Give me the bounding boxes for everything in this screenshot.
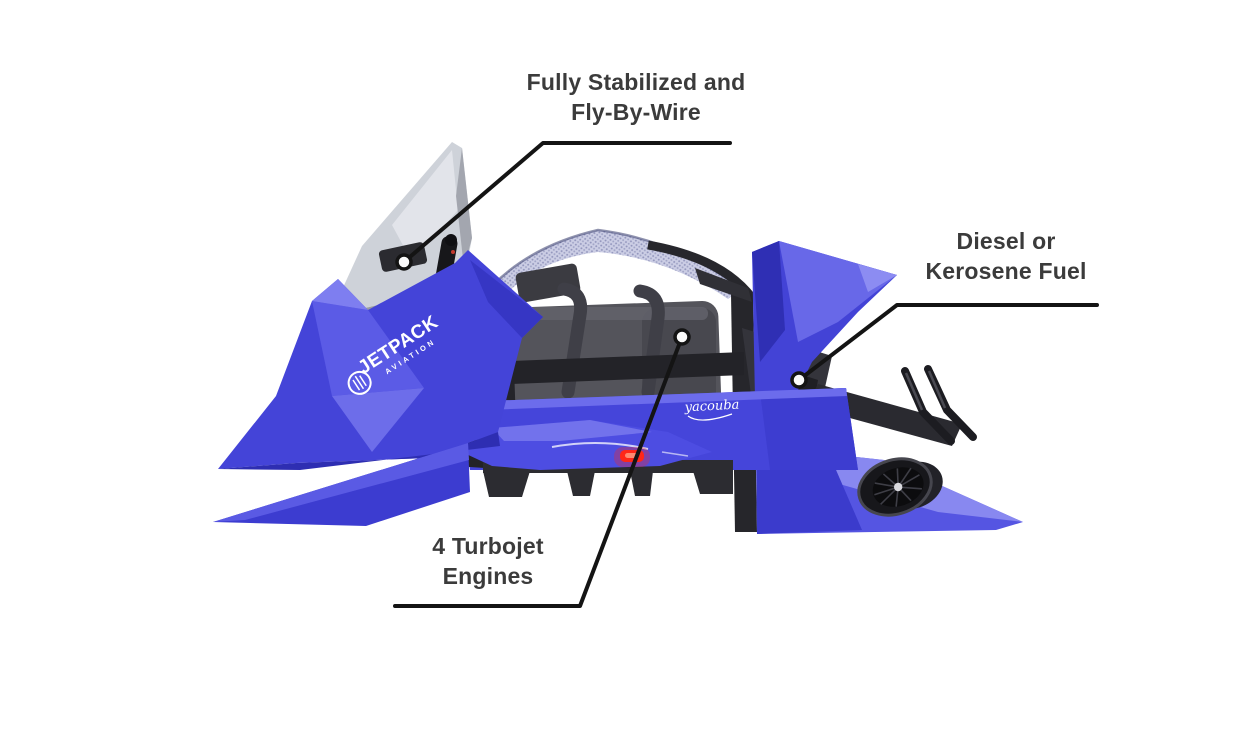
callout-dots [395,253,808,389]
front-lower-fin [213,443,470,526]
brand-logo-emblem [347,370,372,395]
engine-pod [483,471,530,497]
signature-flourish [687,413,733,421]
callout-dot-fuel [790,371,808,389]
callout-dot-engines [673,328,691,346]
engine-pod [567,471,595,496]
callout-dot-fly-by-wire [395,253,413,271]
engine-pod [693,471,733,494]
annotation-engines: 4 Turbojet Engines [432,533,544,589]
turbine-engine [857,457,943,517]
engine-pod [630,471,653,496]
designer-signature: yacouba [683,398,739,416]
annotation-fuel: Diesel or Kerosene Fuel [925,228,1087,284]
roll-bar [633,284,665,399]
leader-line-fly-by-wire [402,141,732,264]
antennas [901,365,977,445]
canard-wing [464,420,712,470]
roll-bar [557,282,588,399]
annotation-fly-by-wire: Fully Stabilized and Fly-By-Wire [526,69,746,125]
frame-crossbar [486,352,744,385]
front-body: JETPACK AVIATION [218,250,543,470]
callout-leaders [393,141,1099,608]
turbine-hub [893,482,903,492]
leader-line-fuel [797,303,1099,382]
leader-line-engines [393,335,684,608]
